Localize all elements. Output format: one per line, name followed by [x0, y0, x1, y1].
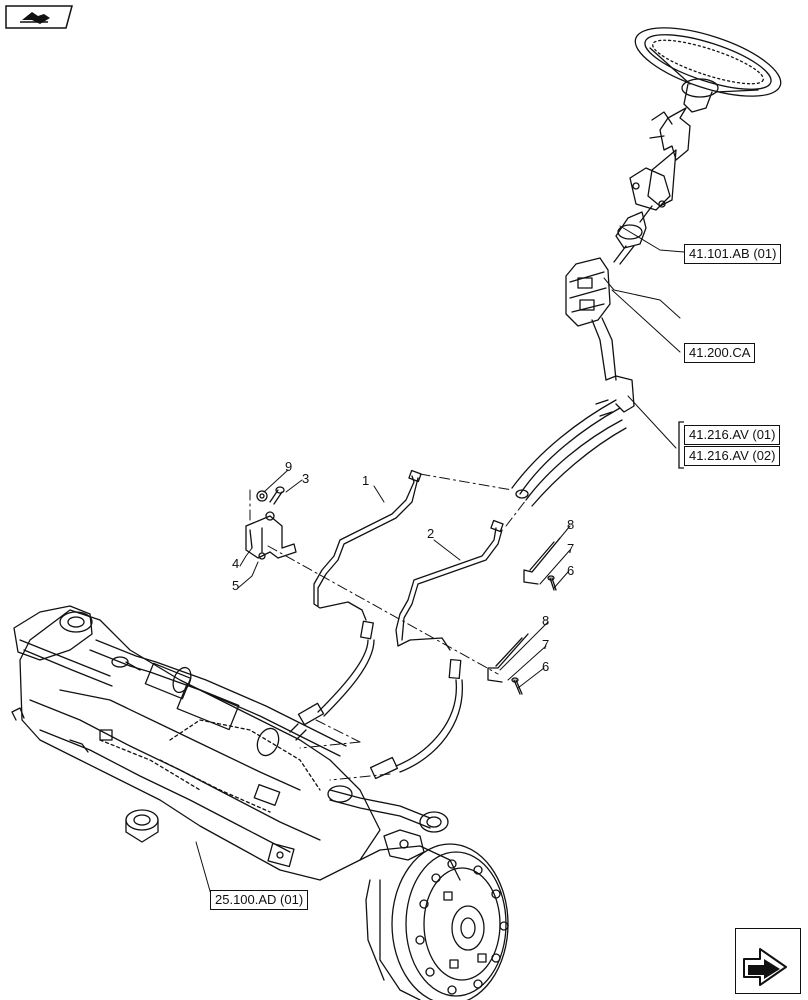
bracket-assembly: [245, 486, 297, 560]
connection-lines: [249, 473, 527, 781]
ref-hoses-link-01[interactable]: 41.216.AV (01): [684, 425, 781, 445]
callout-8-lower: 8: [542, 613, 550, 628]
ref-steering-valve-link[interactable]: 41.200.CA: [684, 343, 756, 363]
ref-front-axle-link[interactable]: 25.100.AD (01): [210, 890, 309, 910]
page-previous-icon[interactable]: [4, 4, 74, 30]
callout-6-lower: 6: [542, 659, 550, 674]
steering-pipe-1: [297, 469, 422, 726]
callout-9: 9: [285, 459, 293, 474]
reference-group-bracket: [678, 421, 684, 469]
steering-pipe-2: [369, 519, 504, 780]
clamp-assembly-lower: [487, 633, 529, 695]
callout-3: 3: [302, 471, 310, 486]
valve-hoses: [511, 375, 635, 507]
callout-5: 5: [232, 578, 240, 593]
callout-2: 2: [427, 526, 435, 541]
wheel-hub: [359, 829, 509, 1000]
callout-7-upper: 7: [567, 541, 575, 556]
page-next-icon[interactable]: [735, 928, 801, 994]
callout-8-upper: 8: [567, 517, 575, 532]
ref-steering-column-link[interactable]: 41.101.AB (01): [684, 244, 782, 264]
steering-column: [613, 107, 691, 265]
callout-7-lower: 7: [542, 637, 550, 652]
steering-wheel: [634, 27, 782, 113]
callout-4: 4: [232, 556, 240, 571]
callout-6-upper: 6: [567, 563, 575, 578]
ref-hoses-link-02[interactable]: 41.216.AV (02): [684, 446, 781, 466]
leader-lines: [195, 225, 685, 899]
callout-1: 1: [362, 473, 370, 488]
steering-valve: [565, 257, 617, 381]
front-axle: [11, 605, 449, 881]
